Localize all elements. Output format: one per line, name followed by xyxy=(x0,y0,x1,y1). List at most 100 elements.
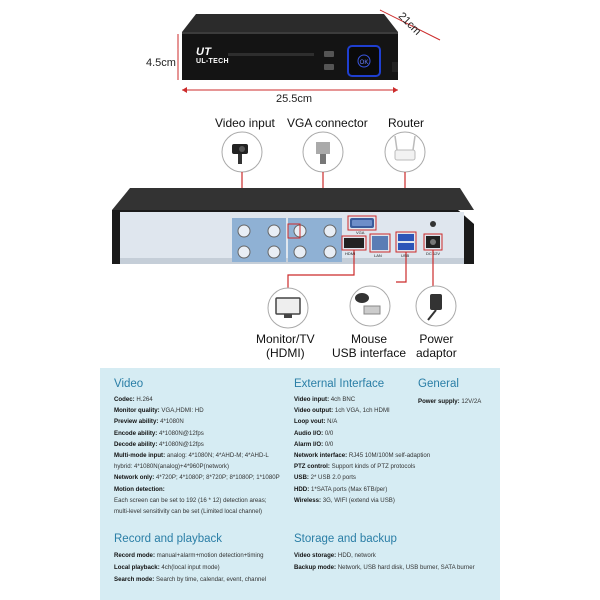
spec-value: 1ch VGA, 1ch HDMI xyxy=(334,407,390,415)
spec-key: Motion detection: xyxy=(114,485,165,493)
power-label-line2: adaptor xyxy=(416,346,457,360)
spec-value: H.264 xyxy=(136,396,153,403)
external-spec-row: Wireless: 3G, WIFI (extend via USB) xyxy=(294,496,395,505)
spec-value: VGA,HDMI: HD xyxy=(161,407,204,415)
spec-key: Video input: xyxy=(294,396,331,403)
spec-value: Network, USB hard disk, USB burner, SATA… xyxy=(337,564,475,571)
spec-key: Backup mode: xyxy=(294,564,338,571)
spec-key: Multi-mode input: xyxy=(114,452,167,459)
spec-key: Video output: xyxy=(294,407,335,415)
spec-key: Alarm I/O: xyxy=(294,440,325,448)
external-spec-row: Video output: 1ch VGA, 1ch HDMI xyxy=(294,406,390,415)
brand-logo: UT UL-TECH xyxy=(196,46,229,66)
mouse-label-line2: USB interface xyxy=(332,346,407,360)
usb-port-label: USB xyxy=(401,253,410,258)
spec-key: Encode ability: xyxy=(114,429,160,437)
general-spec-row: Power supply: 12V/2A xyxy=(418,397,481,406)
spec-key: Decode ability: xyxy=(114,440,160,448)
external-spec-row: Loop vout: N/A xyxy=(294,417,337,426)
spec-key: Video storage: xyxy=(294,552,338,559)
record-spec-row: Search mode: Search by time, calendar, e… xyxy=(114,575,266,584)
height-label: 4.5cm xyxy=(146,57,176,69)
video-spec-row: Network only: 4*720P; 4*1080P; 8*720P; 8… xyxy=(114,473,280,482)
video-spec-row: hybrid: 4*1080N(analog)+4*960P(network) xyxy=(114,462,229,471)
back-panel-illustration xyxy=(112,131,474,329)
spec-key: Network interface: xyxy=(294,452,349,459)
spec-key: Codec: xyxy=(114,396,137,403)
external-spec-row: Audio I/O: 0/0 xyxy=(294,429,333,438)
spec-value: RJ45 10M/100M self-adaption xyxy=(348,452,431,459)
router-label: Router xyxy=(388,116,425,130)
spec-value: 0/0 xyxy=(324,440,334,448)
video-spec-row: Encode ability: 4*1080N@12fps xyxy=(114,429,204,438)
spec-key: Record mode: xyxy=(114,552,157,559)
spec-value: hybrid: 4*1080N(analog)+4*960P(network) xyxy=(114,463,230,471)
spec-value: Support kinds of PTZ protocols xyxy=(331,463,416,471)
spec-key: Audio I/O: xyxy=(294,429,325,437)
video-input-label: Video input xyxy=(215,116,275,130)
spec-key: Local playback: xyxy=(114,564,162,571)
monitor-label-line1: Monitor/TV xyxy=(256,332,315,346)
external-spec-row: Alarm I/O: 0/0 xyxy=(294,440,333,449)
video-spec-row: multi-level sensitivity can be set (Limi… xyxy=(114,507,262,516)
spec-value: HDD, network xyxy=(337,552,376,559)
external-spec-row: Video input: 4ch BNC xyxy=(294,395,355,404)
record-spec-row: Local playback: 4ch(local input mode) xyxy=(114,563,220,572)
video-spec-row: Codec: H.264 xyxy=(114,395,153,404)
spec-value: Each screen can be set to 192 (16 * 12) … xyxy=(114,496,267,504)
video-spec-row: Monitor quality: VGA,HDMI: HD xyxy=(114,406,204,415)
monitor-label-line2: (HDMI) xyxy=(266,346,305,360)
spec-value: 4ch(local input mode) xyxy=(161,564,220,571)
spec-value: 3G, WIFI (extend via USB) xyxy=(322,496,395,504)
video-spec-row: Decode ability: 4*1080N@12fps xyxy=(114,440,204,449)
video-spec-row: Motion detection: xyxy=(114,485,165,494)
mouse-label-line1: Mouse xyxy=(351,332,388,346)
storage-spec-row: Backup mode: Network, USB hard disk, USB… xyxy=(294,563,475,572)
spec-value: 4*720P; 4*1080P; 8*720P; 8*1080P; 1*1080… xyxy=(155,474,280,482)
spec-value: N/A xyxy=(327,418,338,426)
external-spec-row: Network interface: RJ45 10M/100M self-ad… xyxy=(294,451,430,460)
monitor-label: Monitor/TV (HDMI) xyxy=(256,332,315,360)
spec-value: Search by time, calendar, event, channel xyxy=(156,576,267,583)
video-spec-row: Preview ability: 4*1080N xyxy=(114,417,184,426)
spec-value: 4*1080N xyxy=(160,418,184,426)
spec-value: 2* USB 2.0 ports xyxy=(310,474,356,482)
spec-value: 4*1080N@12fps xyxy=(159,429,204,437)
spec-key: Wireless: xyxy=(294,496,323,504)
spec-value: 0/0 xyxy=(324,429,334,437)
record-spec-row: Record mode: manual+alarm+motion detecti… xyxy=(114,551,264,560)
power-label: Power adaptor xyxy=(416,332,457,360)
spec-value: 1*SATA ports (Max 6TB/per) xyxy=(310,485,388,493)
spec-key: Search mode: xyxy=(114,576,156,583)
spec-value: 12V/2A xyxy=(461,398,482,405)
spec-key: Preview ability: xyxy=(114,418,161,426)
video-section-title: Video xyxy=(114,378,144,390)
dc-port-label: DC 12V xyxy=(426,251,441,256)
hdmi-port-label: HDMI xyxy=(345,251,356,256)
width-label: 25.5cm xyxy=(276,93,313,105)
record-section-title: Record and playback xyxy=(114,533,223,545)
external-section-title: External Interface xyxy=(294,378,385,390)
power-label-line1: Power xyxy=(419,332,454,346)
spec-key: Power supply: xyxy=(418,398,462,405)
spec-key: PTZ control: xyxy=(294,463,332,471)
spec-value: analog: 4*1080N; 4*AHD-M; 4*AHD-L xyxy=(166,452,269,459)
spec-value: 4ch BNC xyxy=(330,396,356,403)
lan-port-label: LAN xyxy=(374,253,382,258)
vga-connector-label: VGA connector xyxy=(287,116,368,130)
vga-port-label: VGA xyxy=(356,230,365,235)
spec-key: Loop vout: xyxy=(294,418,328,426)
dvr-front-illustration: OK xyxy=(177,9,441,93)
spec-value: 4*1080N@12fps xyxy=(159,440,204,448)
svg-text:OK: OK xyxy=(360,60,369,66)
general-section-title: General xyxy=(418,378,459,390)
external-spec-row: PTZ control: Support kinds of PTZ protoc… xyxy=(294,462,415,471)
spec-key: USB: xyxy=(294,474,311,482)
mouse-label: Mouse USB interface xyxy=(332,332,406,360)
spec-key: Network only: xyxy=(114,474,156,482)
video-spec-row: Each screen can be set to 192 (16 * 12) … xyxy=(114,496,266,505)
spec-key: Monitor quality: xyxy=(114,407,162,415)
storage-spec-row: Video storage: HDD, network xyxy=(294,551,376,560)
